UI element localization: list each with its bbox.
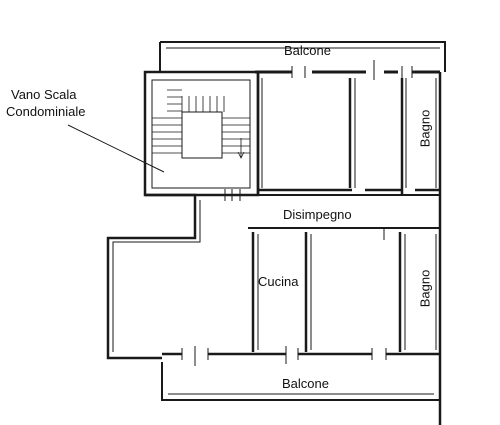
label-cucina: Cucina [258,274,299,289]
upper-rooms [256,72,442,425]
stair-label-leader [67,124,165,173]
label-vano-scala-line1: Vano Scala [11,87,77,102]
lower-rooms [251,228,437,352]
label-balcone-top: Balcone [284,43,331,58]
balcony-bottom [161,346,441,401]
balcony-top [159,41,446,80]
corridor [195,189,440,229]
label-bagno-top: Bagno [417,109,433,148]
stair-well [143,70,260,197]
label-balcone-bottom: Balcone [282,376,329,391]
label-disimpegno: Disimpegno [283,207,352,222]
label-vano-scala-line2: Condominiale [6,104,86,119]
label-bagno-bottom: Bagno [417,269,433,308]
left-outer-wall [106,193,201,360]
